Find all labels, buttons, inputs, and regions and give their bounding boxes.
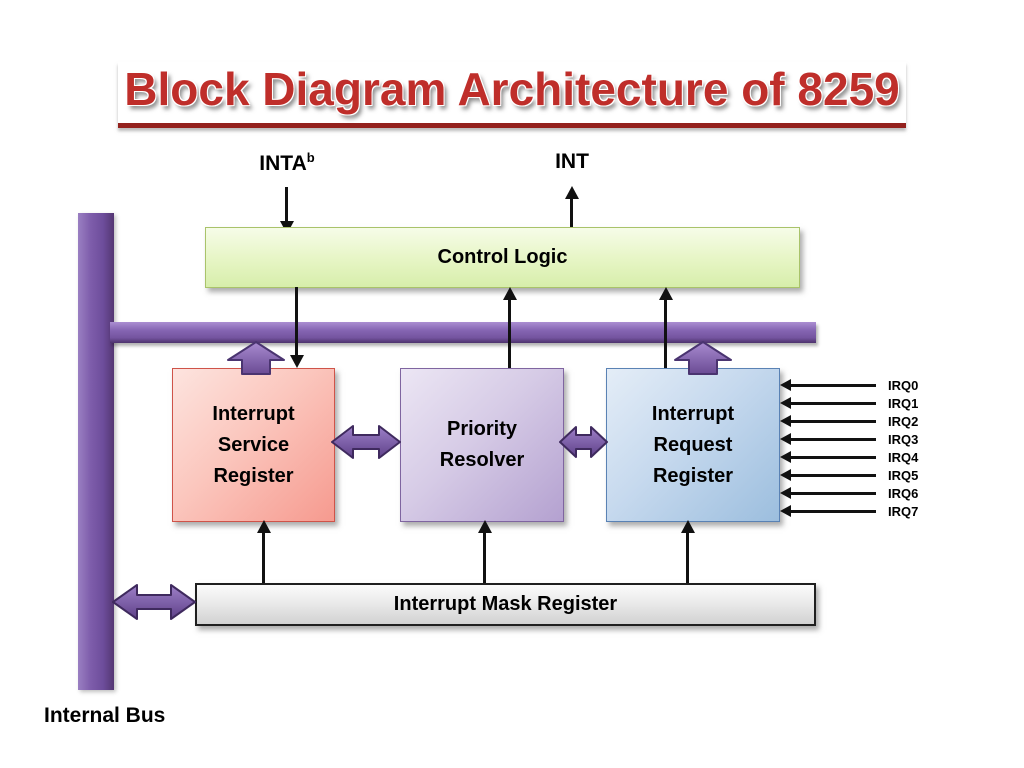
irq1-label: IRQ1	[888, 395, 919, 411]
interrupt-service-register-label: Interrupt Service Register	[212, 402, 295, 487]
irq4-label: IRQ4	[888, 449, 919, 465]
irq5-arrow-left-icon	[780, 469, 791, 481]
irq1-arrow-left-icon	[780, 397, 791, 409]
imr-to-irr-line	[686, 531, 689, 583]
control-logic-label: Control Logic	[437, 246, 568, 268]
irq6-label: IRQ6	[888, 485, 919, 501]
inta-signal-superscript: b	[306, 150, 315, 165]
inta-arrow-line	[285, 187, 288, 223]
irq7-line	[791, 509, 876, 513]
irq7-label: IRQ7	[888, 503, 919, 519]
irq0-label: IRQ0	[888, 377, 919, 393]
irq2-label: IRQ2	[888, 413, 919, 429]
irq0-arrow-left-icon	[780, 379, 791, 391]
internal-bus-label: Internal Bus	[44, 704, 166, 727]
control-logic-box: Control Logic	[205, 227, 800, 288]
resolver-to-control-line	[508, 298, 511, 368]
interrupt-mask-register-box: Interrupt Mask Register	[195, 583, 816, 626]
irq3-arrow-left-icon	[780, 433, 791, 445]
irr-to-control-line	[664, 298, 667, 368]
int-arrow-line	[570, 197, 573, 228]
irq3-label: IRQ3	[888, 431, 919, 447]
resolver-irr-double-arrow-icon	[559, 426, 608, 458]
irq2-line	[791, 419, 876, 423]
internal-bus-horizontal-bar	[110, 322, 816, 343]
irq-row: IRQ0	[780, 377, 918, 393]
resolver-to-control-arrow-icon	[503, 287, 517, 300]
irq6-line	[791, 491, 876, 495]
priority-resolver-label: Priority Resolver	[439, 418, 525, 471]
irq-row: IRQ5	[780, 467, 918, 483]
interrupt-request-register-box: Interrupt Request Register	[606, 368, 780, 522]
irq7-arrow-left-icon	[780, 505, 791, 517]
irq4-arrow-left-icon	[780, 451, 791, 463]
title-row: Block Diagram Architecture of 8259	[0, 62, 1024, 128]
irq6-arrow-left-icon	[780, 487, 791, 499]
imr-to-resolver-arrow-icon	[478, 520, 492, 533]
priority-resolver-box: Priority Resolver	[400, 368, 564, 522]
irq5-label: IRQ5	[888, 467, 919, 483]
irq5-line	[791, 473, 876, 477]
interrupt-request-register-label: Interrupt Request Register	[651, 402, 735, 487]
imr-to-isr-line	[262, 531, 265, 583]
irq0-line	[791, 383, 876, 387]
internal-bus-vertical-bar	[78, 213, 114, 690]
irq-row: IRQ6	[780, 485, 918, 501]
irq-row: IRQ2	[780, 413, 918, 429]
interrupt-service-register-box: Interrupt Service Register	[172, 368, 335, 522]
int-arrow-up-icon	[565, 186, 579, 199]
irq-row: IRQ4	[780, 449, 918, 465]
inta-signal-label: INTAb	[227, 150, 347, 176]
irq1-line	[791, 401, 876, 405]
irr-to-control-arrow-icon	[659, 287, 673, 300]
isr-to-bus-arrow-icon	[227, 341, 285, 375]
irq-row: IRQ1	[780, 395, 918, 411]
irr-to-bus-arrow-icon	[674, 341, 732, 375]
irq2-arrow-left-icon	[780, 415, 791, 427]
int-signal-label: INT	[555, 150, 589, 173]
irq-row: IRQ3	[780, 431, 918, 447]
inta-signal-text: INTA	[259, 152, 307, 175]
interrupt-mask-register-label: Interrupt Mask Register	[393, 593, 618, 615]
imr-to-resolver-line	[483, 531, 486, 583]
bus-imr-double-arrow-icon	[112, 584, 196, 620]
imr-to-isr-arrow-icon	[257, 520, 271, 533]
control-to-isr-arrow-icon	[290, 355, 304, 368]
irq-row: IRQ7	[780, 503, 918, 519]
isr-resolver-double-arrow-icon	[331, 425, 401, 459]
page-title: Block Diagram Architecture of 8259	[118, 62, 906, 128]
irq4-line	[791, 455, 876, 459]
imr-to-irr-arrow-icon	[681, 520, 695, 533]
control-to-isr-line	[295, 287, 298, 357]
irq3-line	[791, 437, 876, 441]
